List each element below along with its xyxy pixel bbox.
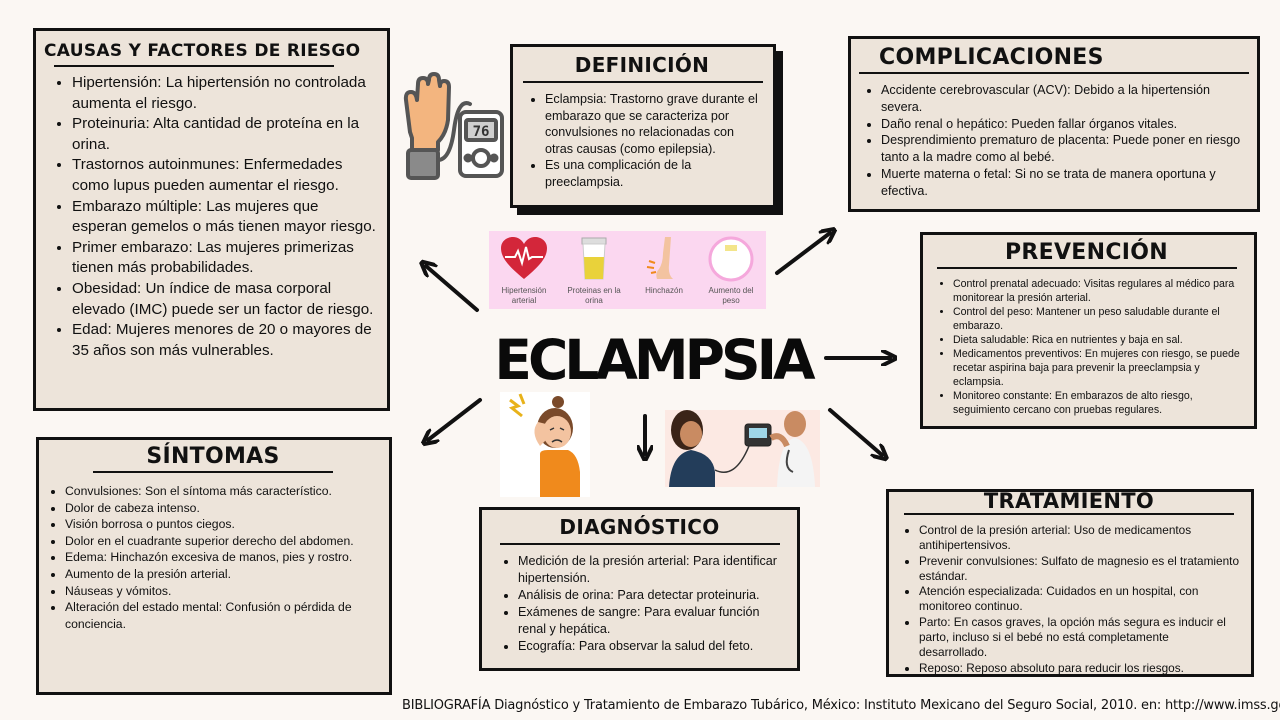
diagnostico-divider [499, 543, 780, 545]
scale-icon [708, 236, 754, 282]
tratamiento-list: Control de la presión arterial: Uso de m… [899, 523, 1239, 676]
list-item: Hipertensión: La hipertensión no control… [72, 73, 377, 114]
tratamiento-divider [904, 513, 1234, 515]
list-item: Daño renal o hepático: Pueden fallar órg… [881, 116, 1245, 133]
list-item: Aumento de la presión arterial. [65, 566, 379, 583]
list-item: Trastornos autoinmunes: Enfermedades com… [72, 155, 377, 196]
complicaciones-box: COMPLICACIONES Accidente cerebrovascular… [848, 36, 1260, 212]
doctor-patient-icon [665, 410, 820, 487]
heart-icon [501, 237, 547, 279]
prevencion-divider [936, 267, 1237, 269]
diagnostico-box: DIAGNÓSTICO Medición de la presión arter… [479, 507, 800, 671]
list-item: Alteración del estado mental: Confusión … [65, 599, 379, 632]
prevencion-box: PREVENCIÓN Control prenatal adecuado: Vi… [920, 232, 1257, 429]
sintomas-box: SÍNTOMAS Convulsiones: Son el síntoma má… [36, 437, 392, 695]
diagnostico-title: DIAGNÓSTICO [559, 515, 720, 539]
list-item: Ecografía: Para observar la salud del fe… [518, 638, 785, 655]
list-item: Dolor de cabeza intenso. [65, 500, 379, 517]
list-item: Dieta saludable: Rica en nutrientes y ba… [953, 333, 1242, 347]
causas-divider [54, 65, 334, 67]
definicion-box: DEFINICIÓN Eclampsia: Trastorno grave du… [510, 44, 776, 208]
urine-sample-icon [581, 237, 607, 280]
definicion-divider [523, 81, 763, 83]
list-item: Proteinuria: Alta cantidad de proteína e… [72, 114, 377, 155]
list-item: Es una complicación de la preeclampsia. [545, 157, 761, 190]
arrow-to-complicaciones [775, 233, 830, 275]
list-item: Reposo: Reposo absoluto para reducir los… [919, 661, 1239, 676]
prevencion-title: PREVENCIÓN [1004, 240, 1168, 265]
definicion-title: DEFINICIÓN [574, 53, 710, 77]
list-item: Control de la presión arterial: Uso de m… [919, 523, 1239, 554]
blood-pressure-monitor-icon: 76 [403, 72, 504, 180]
symptom-caption: Aumento del peso [708, 286, 754, 305]
complicaciones-divider [859, 72, 1249, 74]
headache-woman-icon [500, 392, 590, 497]
list-item: Embarazo múltiple: Las mujeres que esper… [72, 197, 377, 238]
causas-list: Hipertensión: La hipertensión no control… [44, 73, 377, 361]
main-title: ECLAMPSIA [494, 328, 815, 392]
list-item: Eclampsia: Trastorno grave durante el em… [545, 91, 761, 157]
complicaciones-title: COMPLICACIONES [879, 45, 1104, 70]
sintomas-divider [93, 471, 333, 473]
arrow-to-causas [426, 266, 479, 312]
bibliography-footer: BIBLIOGRAFÍA Diagnóstico y Tratamiento d… [402, 698, 1280, 713]
list-item: Dolor en el cuadrante superior derecho d… [65, 533, 379, 550]
list-item: Edad: Mujeres menores de 20 o mayores de… [72, 320, 377, 361]
list-item: Medicamentos preventivos: En mujeres con… [953, 347, 1242, 389]
list-item: Náuseas y vómitos. [65, 583, 379, 600]
list-item: Obesidad: Un índice de masa corporal ele… [72, 279, 377, 320]
arrow-to-tratamiento [828, 408, 882, 455]
list-item: Visión borrosa o puntos ciegos. [65, 516, 379, 533]
symptom-caption: Proteinas en la orina [567, 286, 621, 305]
tratamiento-box: TRATAMIENTO Control de la presión arteri… [886, 489, 1254, 677]
causas-title: CAUSAS Y FACTORES DE RIESGO [44, 41, 361, 61]
list-item: Muerte materna o fetal: Si no se trata d… [881, 166, 1245, 200]
list-item: Monitoreo constante: En embarazos de alt… [953, 389, 1242, 417]
list-item: Control del peso: Mantener un peso salud… [953, 305, 1242, 333]
sintomas-title: SÍNTOMAS [146, 444, 280, 469]
arrow-to-sintomas [428, 398, 482, 440]
list-item: Exámenes de sangre: Para evaluar función… [518, 604, 785, 638]
list-item: Atención especializada: Cuidados en un h… [919, 584, 1239, 615]
list-item: Edema: Hinchazón excesiva de manos, pies… [65, 549, 379, 566]
causas-box: CAUSAS Y FACTORES DE RIESGO Hipertensión… [33, 28, 390, 411]
symptom-caption: Hipertensión arterial [501, 286, 547, 305]
prevencion-list: Control prenatal adecuado: Visitas regul… [931, 277, 1242, 417]
list-item: Desprendimiento prematuro de placenta: P… [881, 132, 1245, 166]
list-item: Primer embarazo: Las mujeres primerizas … [72, 238, 377, 279]
swollen-leg-icon [646, 237, 673, 279]
list-item: Parto: En casos graves, la opción más se… [919, 615, 1239, 661]
list-item: Análisis de orina: Para detectar protein… [518, 587, 785, 604]
definicion-list: Eclampsia: Trastorno grave durante el em… [523, 91, 761, 191]
list-item: Accidente cerebrovascular (ACV): Debido … [881, 82, 1245, 116]
complicaciones-list: Accidente cerebrovascular (ACV): Debido … [859, 82, 1245, 200]
list-item: Prevenir convulsiones: Sulfato de magnes… [919, 554, 1239, 585]
symptom-icon-strip: Hipertensión arterial Proteinas en la or… [489, 231, 766, 309]
list-item: Convulsiones: Son el síntoma más caracte… [65, 483, 379, 500]
symptom-caption: Hinchazón [645, 286, 683, 295]
bp-reading: 76 [473, 124, 490, 140]
list-item: Control prenatal adecuado: Visitas regul… [953, 277, 1242, 305]
tratamiento-title: TRATAMIENTO [983, 489, 1155, 513]
sintomas-list: Convulsiones: Son el síntoma más caracte… [47, 483, 379, 632]
diagnostico-list: Medición de la presión arterial: Para id… [494, 553, 785, 655]
list-item: Medición de la presión arterial: Para id… [518, 553, 785, 587]
